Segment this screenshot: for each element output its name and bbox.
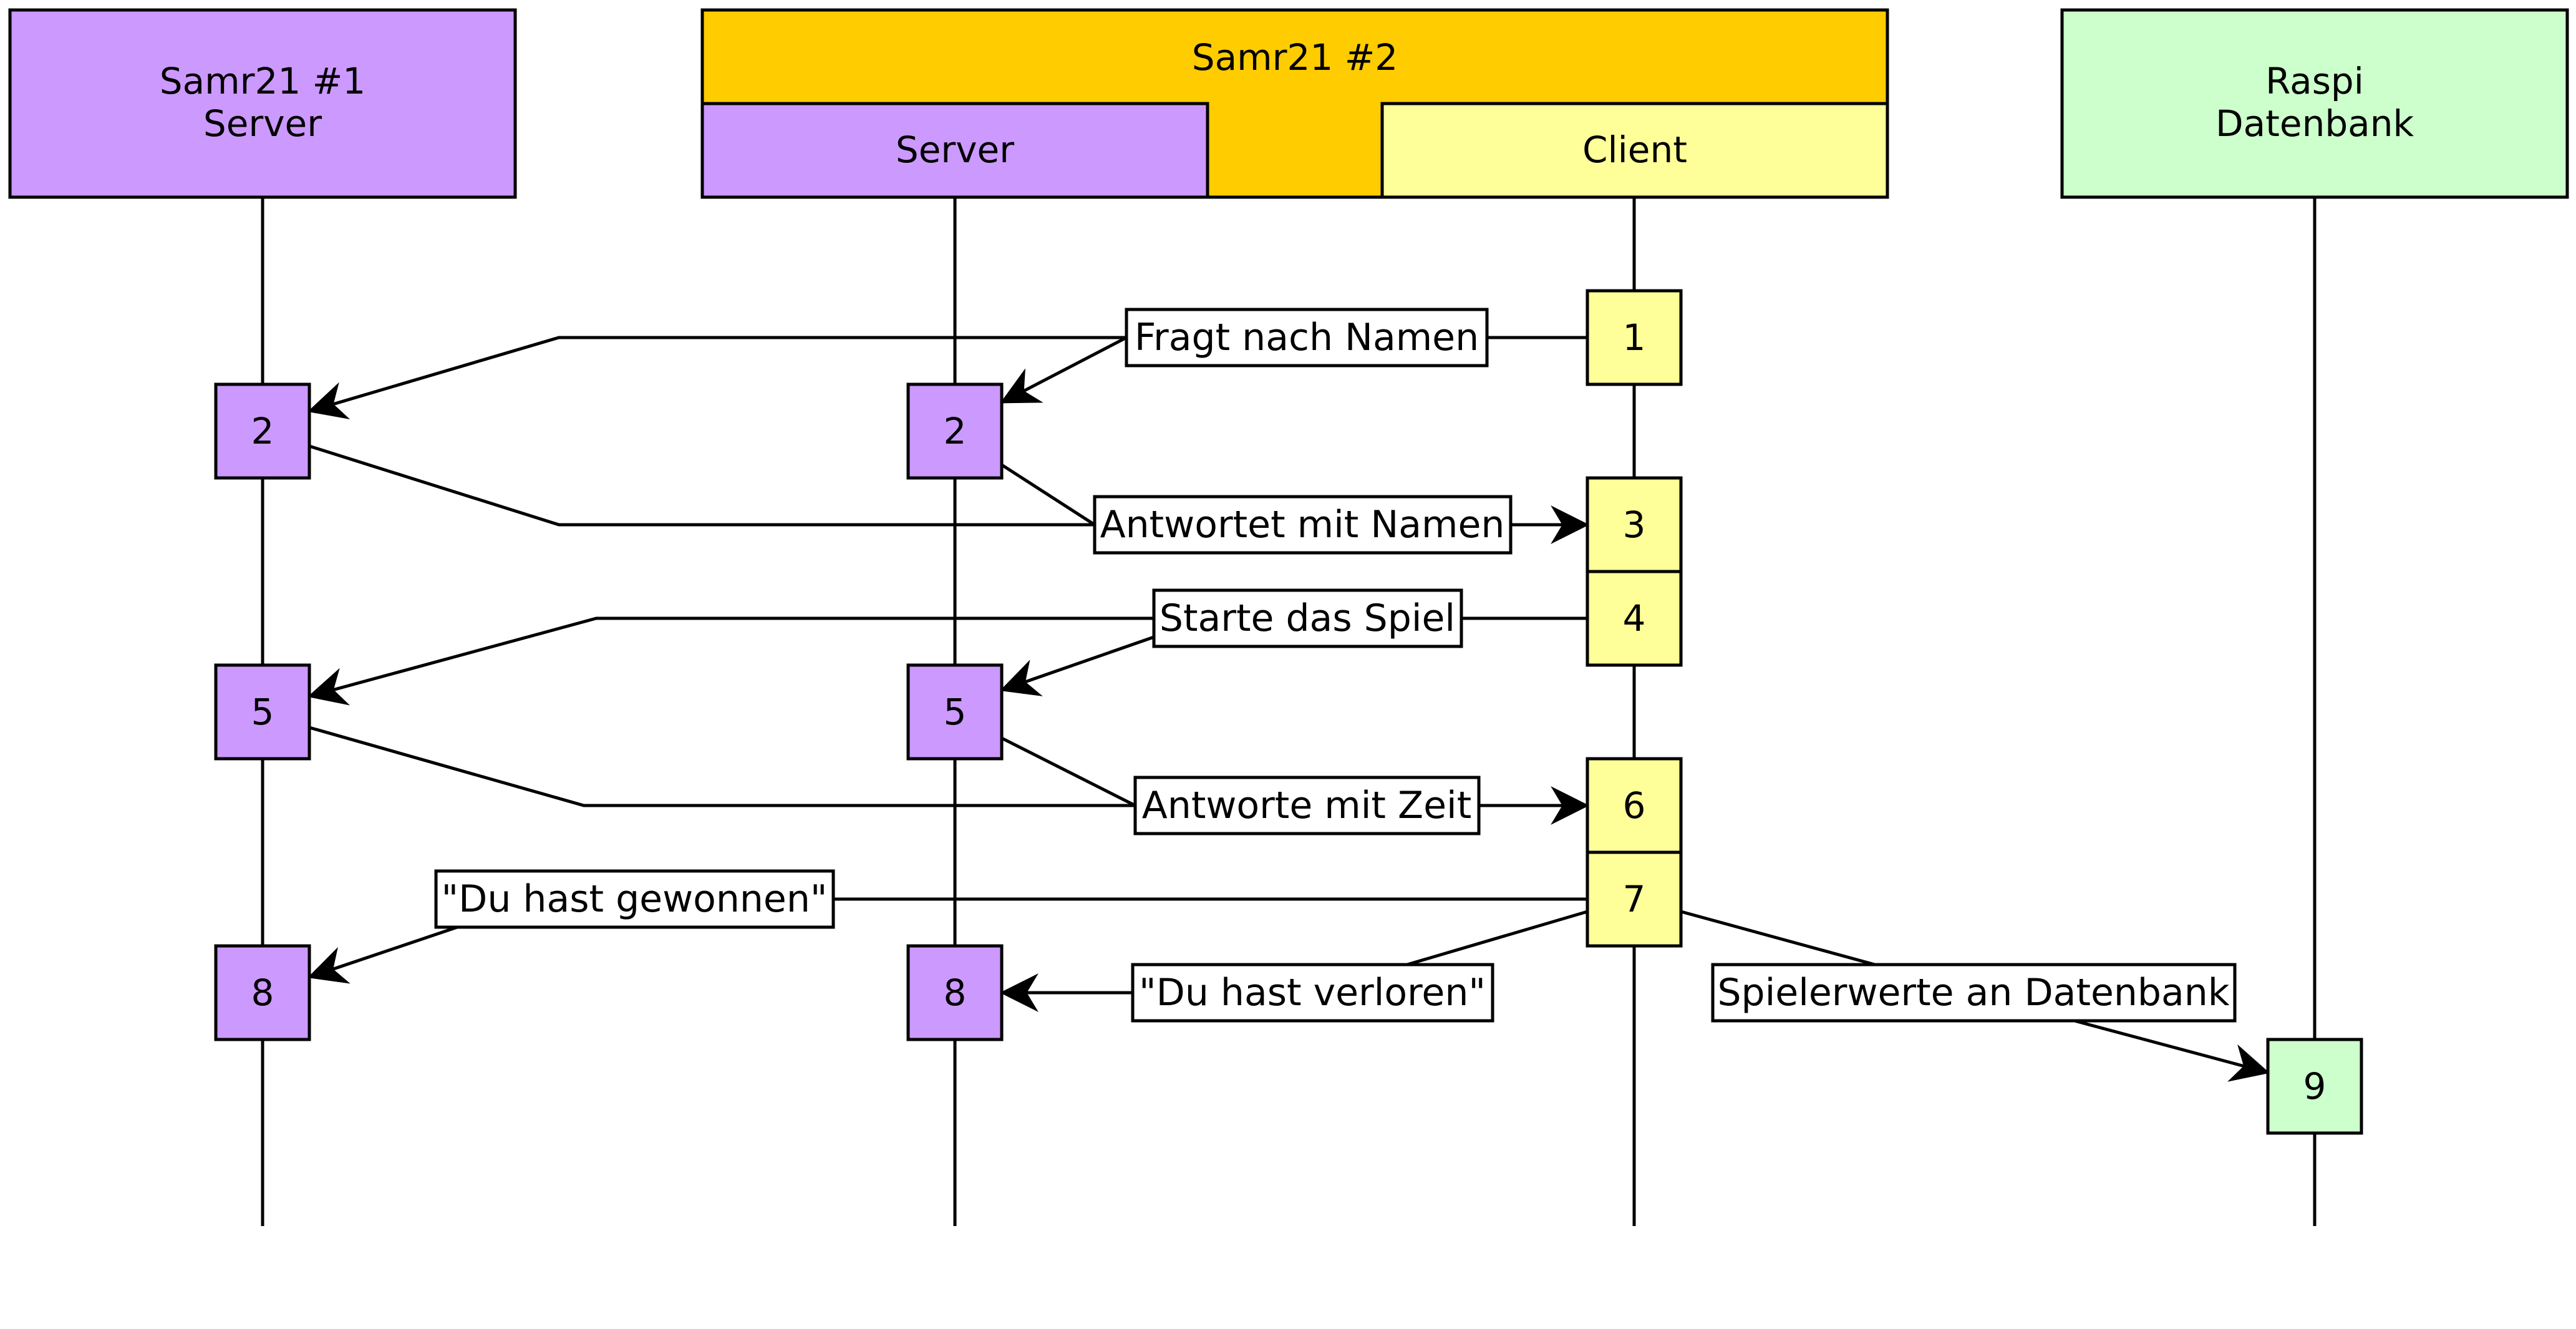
label-start-game-text: Starte das Spiel (1160, 596, 1455, 640)
message-lost-segment (1407, 910, 1588, 966)
participant-samr1-name: Samr21 #1 (160, 60, 366, 102)
label-lost: "Du hast verloren" (1131, 963, 1494, 1023)
label-answer-time-text: Antworte mit Zeit (1142, 784, 1472, 827)
message-ask-name-arrow-samr1 (307, 336, 1126, 420)
message-answer-name-from-samr1 (309, 444, 1095, 527)
message-won-arrow (307, 925, 460, 984)
message-answer-time-from-samr2 (1000, 736, 1136, 807)
message-start-game-arrow-samr1 (307, 616, 1154, 706)
message-start-game-arrow-samr2 (1000, 635, 1155, 696)
step-5-samr1: 5 (214, 663, 311, 761)
label-won: "Du hast gewonnen" (434, 869, 835, 929)
step-3-number: 3 (1623, 504, 1646, 546)
participant-raspi-name: Raspi (2265, 60, 2364, 102)
step-8-samr1: 8 (214, 944, 311, 1041)
step-7-number: 7 (1623, 878, 1646, 920)
step-2-samr1-number: 2 (251, 410, 274, 452)
message-answer-name-from-samr2 (1000, 463, 1096, 527)
step-8-samr2-number: 8 (944, 971, 967, 1014)
label-answer-name-text: Antwortet mit Namen (1100, 503, 1505, 547)
participant-samr1: Samr21 #1 Server (8, 8, 517, 199)
step-4-number: 4 (1623, 597, 1646, 640)
label-ask-name-text: Fragt nach Namen (1135, 316, 1479, 359)
step-9-number: 9 (2303, 1065, 2327, 1108)
message-database-segment (1680, 910, 1876, 966)
participant-samr2-client-label: Client (1582, 129, 1687, 171)
label-lost-text: "Du hast verloren" (1139, 971, 1486, 1015)
step-5-samr1-number: 5 (251, 691, 274, 733)
step-5-samr2: 5 (906, 663, 1004, 761)
step-7: 7 (1586, 850, 1683, 948)
step-3: 3 (1586, 476, 1683, 573)
step-9: 9 (2266, 1038, 2363, 1135)
step-8-samr1-number: 8 (251, 971, 274, 1014)
participant-samr2-server-box (700, 102, 1209, 199)
label-answer-time: Antworte mit Zeit (1133, 776, 1481, 835)
participant-samr2-client-box (1380, 102, 1889, 199)
step-6-number: 6 (1623, 784, 1646, 827)
step-5-samr2-number: 5 (944, 691, 967, 733)
step-1: 1 (1586, 289, 1683, 386)
label-won-text: "Du hast gewonnen" (442, 877, 828, 921)
participant-samr1-role: Server (203, 102, 322, 145)
step-8-samr2: 8 (906, 944, 1004, 1041)
label-answer-name: Antwortet mit Namen (1093, 495, 1513, 555)
message-database-arrow (2074, 1019, 2270, 1082)
label-database-text: Spielerwerte an Datenbank (1717, 971, 2229, 1015)
participant-raspi: Raspi Datenbank (2060, 8, 2569, 199)
label-start-game: Starte das Spiel (1152, 588, 1463, 648)
label-ask-name: Fragt nach Namen (1125, 308, 1489, 368)
participant-samr2: Samr21 #2 Server Client (700, 8, 1889, 199)
participant-samr2-server-label: Server (896, 129, 1014, 171)
message-ask-name-arrow-samr2 (1000, 336, 1128, 404)
step-1-number: 1 (1623, 316, 1646, 359)
participant-samr2-name: Samr21 #2 (1192, 36, 1398, 79)
step-6: 6 (1586, 757, 1683, 854)
step-2-samr2-number: 2 (944, 410, 967, 452)
label-database: Spielerwerte an Datenbank (1711, 963, 2237, 1023)
step-4: 4 (1586, 570, 1683, 667)
participant-raspi-role: Datenbank (2215, 102, 2414, 145)
step-2-samr2: 2 (906, 382, 1004, 480)
step-2-samr1: 2 (214, 382, 311, 480)
message-answer-time-from-samr1 (309, 726, 1135, 807)
